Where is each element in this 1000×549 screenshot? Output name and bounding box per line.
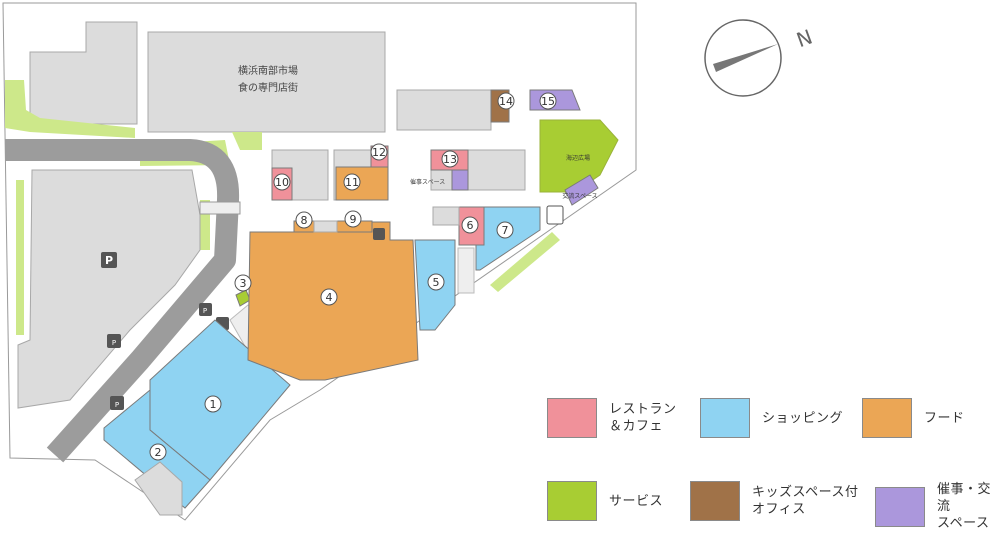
north-building — [396, 89, 492, 131]
shop-marker-11[interactable]: 11 — [343, 173, 361, 191]
shop-marker-3[interactable]: 3 — [234, 274, 252, 292]
road-gate — [199, 201, 241, 215]
shop-number-label: 4 — [326, 291, 333, 304]
green-strip-upper-left — [5, 80, 135, 138]
compass-icon: N — [704, 19, 816, 97]
legend-swatch — [690, 481, 740, 521]
shop-marker-15[interactable]: 15 — [539, 92, 557, 110]
shop-number-label: 3 — [240, 277, 247, 290]
legend-label: キッズスペース付 オフィス — [752, 485, 859, 517]
bicycle-parking-icon-1: P — [107, 334, 121, 348]
exchange-space-label: 交流スペース — [562, 192, 597, 200]
shop-marker-1[interactable]: 1 — [204, 395, 222, 413]
legend-item: サービス — [547, 481, 663, 521]
shop-number-label: 12 — [372, 146, 386, 159]
shop-number-label: 5 — [433, 276, 440, 289]
exchange-space — [564, 174, 599, 206]
market-name-line2: 食の専門店街 — [238, 81, 298, 94]
parking-lot — [17, 169, 201, 409]
shop-marker-8[interactable]: 8 — [295, 211, 313, 229]
shop-marker-9[interactable]: 9 — [344, 210, 362, 228]
legend-item: キッズスペース付 オフィス — [690, 481, 858, 521]
shop-marker-4[interactable]: 4 — [320, 288, 338, 306]
seaside-plaza-label: 海辺広場 — [566, 154, 590, 162]
shop-number-label: 9 — [350, 213, 357, 226]
shop-number-label: 1 — [210, 398, 217, 411]
shop-marker-7[interactable]: 7 — [496, 221, 514, 239]
event-space-label: 催事スペース — [410, 178, 445, 186]
elevator-icon — [373, 228, 385, 240]
access-road — [5, 139, 240, 463]
svg-text:P: P — [203, 307, 207, 315]
legend-item: ショッピング — [700, 398, 843, 438]
restroom-block-center — [313, 220, 338, 233]
shop-number-label: 14 — [499, 95, 513, 108]
green-strip-east — [490, 232, 560, 292]
legend-item: 催事・交流 スペース — [875, 481, 1000, 532]
green-strip-top-right — [232, 132, 262, 150]
legend-label: フード — [924, 410, 965, 426]
shop-marker-2[interactable]: 2 — [149, 443, 167, 461]
legend-swatch — [700, 398, 750, 438]
legend-swatch — [547, 481, 597, 521]
shop-marker-14[interactable]: 14 — [497, 92, 515, 110]
shop-marker-13[interactable]: 13 — [441, 150, 459, 168]
shop-number-label: 2 — [155, 446, 162, 459]
shop-marker-10[interactable]: 10 — [273, 173, 291, 191]
green-strip-left — [16, 180, 24, 335]
parking-icon — [101, 252, 117, 268]
shop-5-annex — [457, 247, 475, 294]
legend-label: 催事・交流 スペース — [937, 482, 992, 531]
legend-label: サービス — [609, 493, 664, 509]
block-before-6 — [432, 206, 460, 226]
shop-marker-5[interactable]: 5 — [427, 273, 445, 291]
legend-item: フード — [862, 398, 965, 438]
shop-number-label: 8 — [301, 214, 308, 227]
market-main-building — [147, 31, 386, 133]
bicycle-parking-icon-2: P — [110, 396, 124, 410]
shop-number-label: 7 — [502, 224, 509, 237]
shop-number-label: 6 — [467, 219, 474, 232]
event-space-purple — [451, 169, 469, 191]
parking-icon-label: P — [105, 254, 113, 267]
svg-text:P: P — [112, 339, 116, 347]
shop-marker-6[interactable]: 6 — [461, 216, 479, 234]
shop-number-label: 11 — [345, 176, 359, 189]
shop-marker-12[interactable]: 12 — [370, 143, 388, 161]
svg-text:P: P — [115, 401, 119, 409]
legend-label: ショッピング — [762, 410, 844, 426]
legend-swatch — [547, 398, 597, 438]
legend-swatch — [875, 486, 925, 527]
seaside-plaza — [539, 119, 619, 193]
legend-label: レストラン ＆カフェ — [609, 402, 677, 434]
shop-7-shopping — [475, 206, 541, 271]
shop-number-label: 10 — [275, 176, 289, 189]
shop-2-annex — [134, 461, 183, 516]
market-name-line1: 横浜南部市場 — [238, 64, 298, 77]
shop-number-label: 13 — [443, 153, 457, 166]
bicycle-parking-icon-3: P — [199, 303, 212, 316]
legend-item: レストラン ＆カフェ — [547, 398, 677, 438]
legend-swatch — [862, 398, 912, 438]
compass-north-label: N — [793, 25, 815, 53]
restroom-icon-east — [546, 205, 564, 225]
shop-number-label: 15 — [541, 95, 555, 108]
